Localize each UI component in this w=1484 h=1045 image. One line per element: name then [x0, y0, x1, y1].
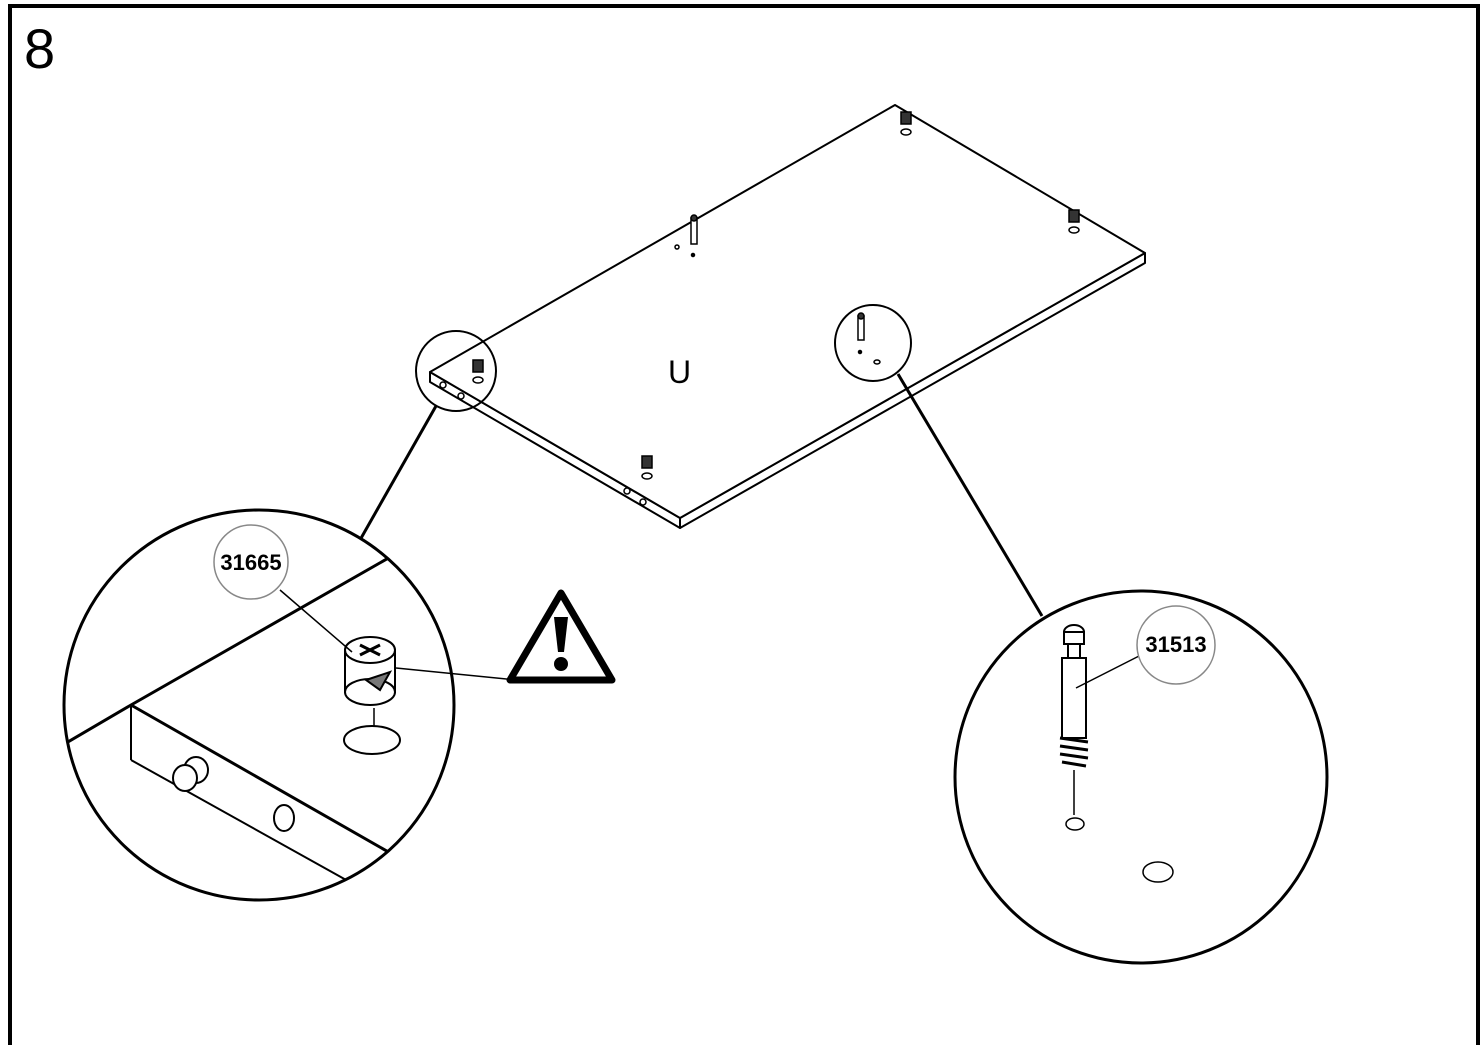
cam-bolt-marker [674, 214, 698, 258]
cam-bolt-marker [857, 312, 881, 365]
panel-u [429, 104, 1146, 529]
magnify-ring-right [834, 304, 912, 382]
detail-circle-cam-lock: 31665 [62, 508, 456, 902]
callout-leader-31665 [279, 589, 353, 653]
leader-line-left [358, 405, 438, 541]
panel-label: U [668, 354, 691, 390]
detail-circle-cam-bolt: 31513 [953, 589, 1329, 965]
callout-circle-31665 [213, 524, 289, 600]
panel-top-face [429, 104, 1146, 519]
callout-label-31665: 31665 [220, 550, 281, 575]
warning-leader [395, 667, 517, 681]
cam-lock-marker [641, 455, 653, 480]
cam-lock-marker [900, 111, 912, 136]
panel-closeup-front-edge [130, 703, 421, 872]
leader-line-right [896, 373, 1044, 617]
step-number: 8 [24, 17, 55, 80]
cam-bolt-hole-small [1065, 817, 1085, 831]
panel-cam-locks [472, 111, 1080, 480]
magnify-ring-left [415, 330, 497, 412]
callout-label-31513: 31513 [1145, 632, 1206, 657]
edge-holes [439, 381, 647, 506]
cam-lock-hole [343, 725, 401, 755]
panel-cam-bolts [674, 214, 881, 365]
warning-triangle-icon [506, 589, 616, 684]
cam-bolt-hole-large [1142, 861, 1174, 883]
cam-lock-marker [1068, 209, 1080, 234]
cam-lock-part [344, 636, 396, 730]
dowel-closeup [172, 756, 209, 792]
callout-leader-31513 [1075, 653, 1144, 689]
callout-circle-31513 [1136, 605, 1216, 685]
hole-closeup [273, 804, 295, 832]
cam-bolt-part [1059, 624, 1089, 815]
cam-lock-marker [472, 359, 484, 384]
